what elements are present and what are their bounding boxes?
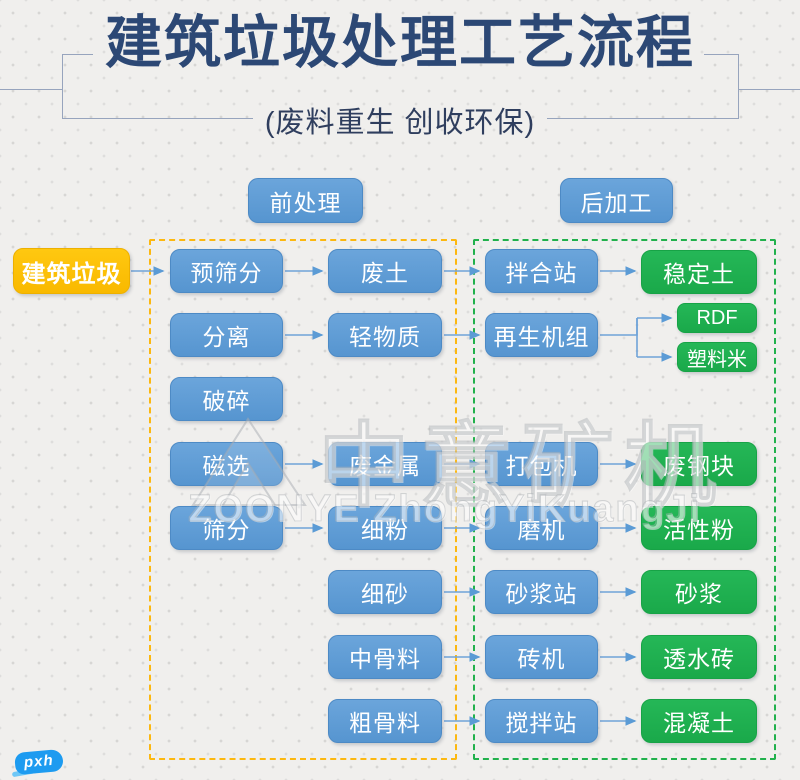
product-node: 混凝土 [641,699,757,743]
product-node: 砂浆 [641,570,757,614]
flow-node: 细粉 [328,506,442,550]
flow-node: 废土 [328,249,442,293]
source-node: 建筑垃圾 [13,248,130,294]
flow-node: 细砂 [328,570,442,614]
edge-rule-left [0,89,62,90]
product-node: 透水砖 [641,635,757,679]
edge-rule-right [738,89,800,90]
product-node: 塑料米 [677,342,757,372]
flow-node: 拌合站 [485,249,598,293]
product-node: 稳定土 [641,250,757,294]
product-node: RDF [677,303,757,333]
post-processing-region [473,239,776,760]
flow-node: 砂浆站 [485,570,598,614]
pre-processing-region [149,239,457,760]
flow-node: 废金属 [328,442,442,486]
flow-node: 分离 [170,313,283,357]
flow-node: 粗骨料 [328,699,442,743]
product-node: 活性粉 [641,506,757,550]
watermark-badge: pxh [14,748,64,776]
page-title: 建筑垃圾处理工艺流程 [105,11,695,75]
bracket-right [738,54,739,119]
bracket-left [62,54,63,119]
subtitle-rule-right [547,118,738,119]
flow-node: 破碎 [170,377,283,421]
product-node: 废钢块 [641,442,757,486]
flow-node: 打包机 [485,442,598,486]
title-rule-right [704,54,738,55]
flow-node: 筛分 [170,506,283,550]
section-header-post: 后加工 [560,178,673,223]
subtitle-rule-left [62,118,253,119]
flow-node: 磨机 [485,506,598,550]
flow-node: 预筛分 [170,249,283,293]
flow-node: 中骨料 [328,635,442,679]
flow-node: 再生机组 [485,313,598,357]
flow-node: 磁选 [170,442,283,486]
flow-node: 砖机 [485,635,598,679]
flow-node: 搅拌站 [485,699,598,743]
section-header-pre: 前处理 [248,178,363,223]
flow-node: 轻物质 [328,313,442,357]
title-rule-left [62,54,93,55]
page-subtitle: (废料重生 创收环保) [264,107,536,139]
watermark-triangle-icon [191,417,307,506]
